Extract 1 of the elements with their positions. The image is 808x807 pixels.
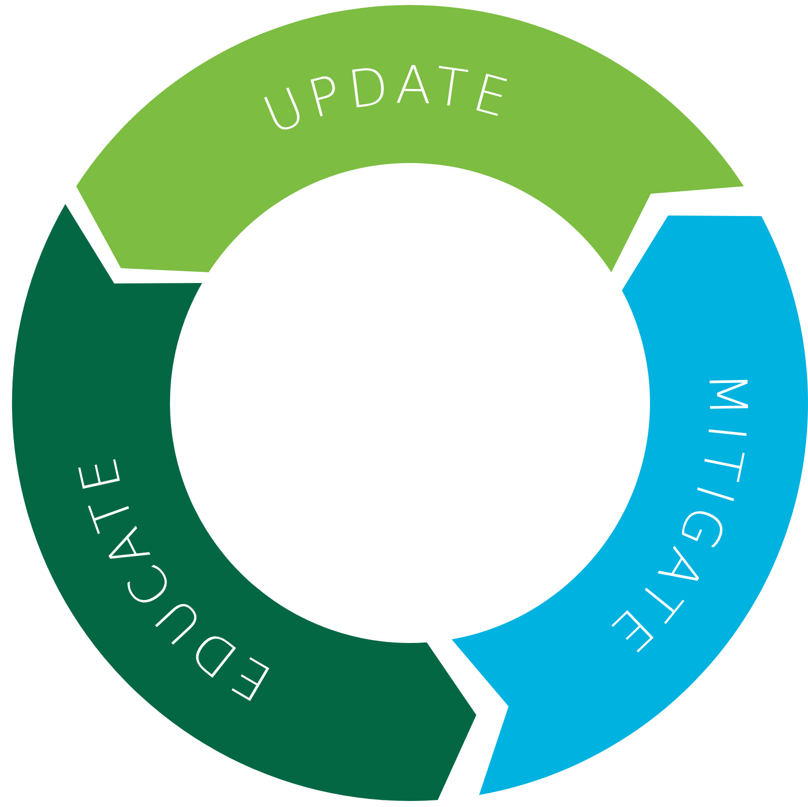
segment-label: UPDATE <box>255 56 520 147</box>
